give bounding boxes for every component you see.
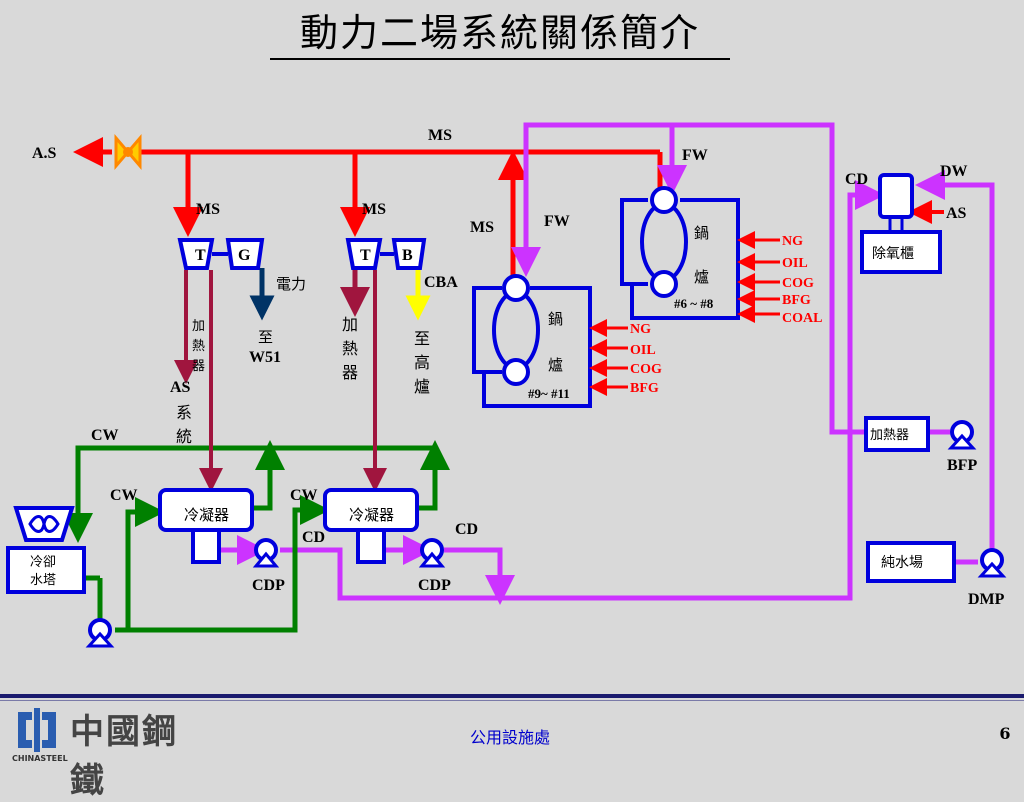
page-number: 6 [999,724,1011,743]
svg-text:熱: 熱 [342,339,358,358]
label-boiler-a-1: 鍋 [694,224,709,242]
label-heater-box: 加熱器 [870,428,909,443]
pump-icon-dmp [977,548,1007,578]
svg-text:BFG: BFG [782,293,811,308]
label-g: G [238,247,251,264]
label-cooling-tower-2: 水塔 [30,573,56,588]
label-to-w51: 至 [258,328,273,346]
svg-text:COAL: COAL [782,311,822,326]
label-boiler-b-1: 鍋 [548,310,563,328]
logo-subtext: CHINASTEEL [12,754,68,763]
svg-text:統: 統 [176,427,192,446]
svg-text:COG: COG [630,362,662,377]
svg-text:加: 加 [192,319,205,334]
svg-text:熱: 熱 [192,339,205,354]
valve-icon [114,133,142,171]
label-cd-right: CD [845,171,868,188]
svg-text:NG: NG [630,322,651,337]
fuel-labels-a: NG OIL COG BFG COAL [782,234,822,326]
vertical-as-system: AS 系 統 [170,379,192,446]
condenser-1 [158,488,254,564]
label-t2: T [360,247,371,264]
svg-text:系: 系 [176,403,192,422]
extraction-lines [174,268,431,492]
label-ms-1: MS [196,201,220,218]
label-condenser-1: 冷凝器 [184,506,229,524]
label-as-left: A.S [32,145,57,162]
vertical-to-blast-furnace: 至 高 爐 [414,329,430,396]
svg-text:高: 高 [414,353,430,372]
footer-divider-thin [0,700,1024,701]
label-deaerator: 除氧櫃 [872,246,914,262]
label-boiler-b-range: #9~ #11 [528,386,570,401]
diagram-stage: 動力二場系統關係簡介 [0,8,1024,801]
label-ms-2: MS [362,201,386,218]
label-boiler-a-range: #6 ~ #8 [674,296,714,311]
turbine-generator-1 [177,238,265,270]
cooling-water-lines [63,440,450,633]
label-ms-top: MS [428,127,452,144]
label-cd-2: CD [455,521,478,538]
label-cba: CBA [424,274,458,291]
label-condenser-2: 冷凝器 [349,506,394,524]
flow-diagram: A.S MS FW MS MS MS FW T G T B CBA CW CW … [6,122,1007,648]
svg-text:至: 至 [414,329,430,348]
svg-text:AS: AS [170,379,191,396]
logo-text: 中國鋼鐵 [70,712,178,801]
svg-text:器: 器 [192,359,205,374]
footer-divider [0,694,1024,698]
svg-text:OIL: OIL [630,343,656,358]
svg-text:OIL: OIL [782,256,808,271]
label-cw-3: CW [290,487,318,504]
pump-icon-cdp1 [252,538,280,568]
pump-icon-bfp [947,420,977,450]
label-t1: T [195,247,206,264]
svg-text:COG: COG [782,276,814,291]
fuel-arrows-b [589,319,628,396]
fuel-labels-b: NG OIL COG BFG [630,322,662,396]
pump-icon-cw [85,618,115,648]
footer-department: 公用設施處 [469,728,550,747]
turbine-blower-2 [345,238,427,270]
label-as-right: AS [946,205,967,222]
boiler-b [472,274,592,408]
label-ms-3: MS [470,219,494,236]
svg-text:NG: NG [782,234,803,249]
heater-box [864,416,930,452]
pump-icon-cdp2 [418,538,446,568]
label-cd-1: CD [302,529,325,546]
fuel-arrows-a [737,231,780,323]
label-fw-top: FW [682,147,708,164]
label-pure-water: 純水場 [881,555,923,571]
label-boiler-b-2: 爐 [548,356,563,374]
label-fw-2: FW [544,213,570,230]
label-power: 電力 [276,275,306,293]
feedwater-lines [220,122,995,605]
label-cooling-tower-1: 冷卻 [30,555,56,570]
label-cdp-2: CDP [418,577,451,594]
svg-text:BFG: BFG [630,381,659,396]
deaerator [860,173,942,274]
label-cw-1: CW [91,427,119,444]
label-bfp: BFP [947,457,977,474]
svg-text:加: 加 [342,315,358,334]
label-dmp: DMP [968,591,1005,608]
page-title: 動力二場系統關係簡介 [270,8,730,60]
logo-mark-icon [18,708,56,752]
svg-text:爐: 爐 [414,377,430,396]
label-b: B [402,247,413,264]
label-cw-2: CW [110,487,138,504]
vertical-heater-1: 加 熱 器 [192,319,205,374]
pure-water-plant-box [866,541,956,583]
cooling-tower [6,506,86,594]
condenser-2 [323,488,419,564]
label-dw: DW [940,163,968,180]
label-w51: W51 [249,349,281,366]
chinasteel-logo: 中國鋼鐵 CHINASTEEL [12,704,192,801]
vertical-heater-2: 加 熱 器 [342,315,358,382]
svg-text:器: 器 [342,363,358,382]
label-boiler-a-2: 爐 [694,268,709,286]
label-cdp-1: CDP [252,577,285,594]
